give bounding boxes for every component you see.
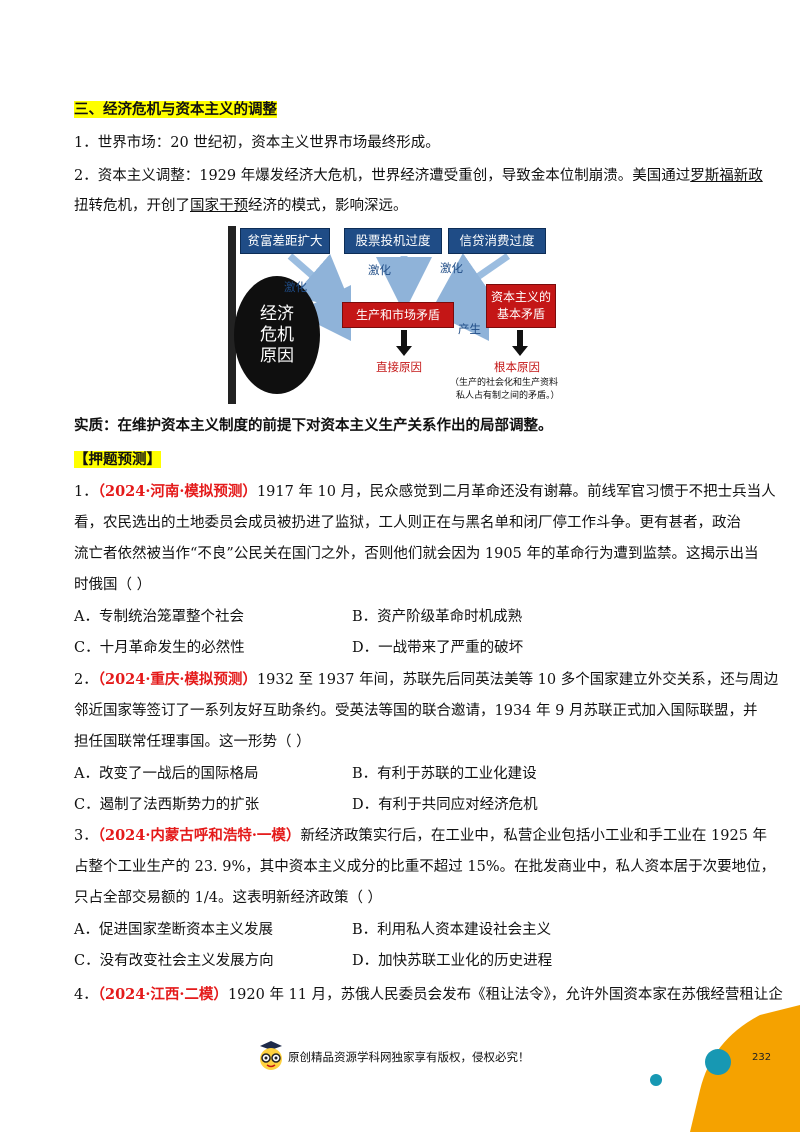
question-3-source: （2024·内蒙古呼和浩特·一模）	[97, 827, 301, 844]
question-1-source: （2024·河南·模拟预测）	[97, 483, 257, 500]
crisis-cause-diagram: 贫富差距扩大 股票投机过度 信贷消费过度 生产和市场矛盾 资本主义的基本矛盾 经…	[228, 226, 588, 404]
section-heading-text: 三、经济危机与资本主义的调整	[74, 101, 277, 118]
question-3-line-1: 3．（2024·内蒙古呼和浩特·一模）新经济政策实行后，在工业中，私营企业包括小…	[74, 827, 768, 844]
question-2-line-2: 邻近国家等签订了一系列友好互助条约。受英法等国的联合邀请，1934 年 9 月苏…	[74, 703, 758, 719]
label-intensify-2: 激化	[368, 263, 391, 277]
paragraph-capitalism-adjust-1: 2．资本主义调整：1929 年爆发经济大危机，世界经济遭受重创，导致金本位制崩溃…	[74, 168, 763, 184]
section-heading: 三、经济危机与资本主义的调整	[74, 100, 734, 120]
question-1-option-a: A．专制统治笼罩整个社会	[74, 609, 244, 625]
label-intensify-1: 激化	[284, 280, 307, 294]
question-3-option-a: A．促进国家垄断资本主义发展	[74, 922, 273, 938]
label-produce: 产生	[458, 322, 481, 336]
box-basic-contradiction: 资本主义的基本矛盾	[486, 284, 556, 328]
diagram-left-strip	[228, 226, 236, 404]
question-1-line-3: 流亡者依然被当作“不良”公民关在国门之外，否则他们就会因为 1905 年的革命行…	[74, 546, 759, 562]
question-1-line-1: 1．（2024·河南·模拟预测）1917 年 10 月，民众感觉到二月革命还没有…	[74, 483, 776, 500]
page-number: 232	[752, 1052, 772, 1063]
paragraph-world-market: 1．世界市场：20 世纪初，资本主义世界市场最终形成。	[74, 135, 440, 151]
question-1-line-4: 时俄国（ ）	[74, 577, 152, 593]
box-stock-speculation: 股票投机过度	[344, 228, 442, 254]
label-intensify-3: 激化	[440, 261, 463, 275]
essence-statement: 实质：在维护资本主义制度的前提下对资本主义生产关系作出的局部调整。	[74, 417, 553, 434]
box-wealth-gap: 贫富差距扩大	[240, 228, 330, 254]
question-1-line-2: 看，农民选出的土地委员会成员被扔进了监狱，工人则正在与黑名单和闭厂停工作斗争。更…	[74, 515, 741, 531]
question-2-source: （2024·重庆·模拟预测）	[97, 671, 257, 688]
question-4-line-1: 4．（2024·江西·二模）1920 年 11 月，苏俄人民委员会发布《租让法令…	[74, 986, 783, 1003]
question-1-option-c: C．十月革命发生的必然性	[74, 640, 245, 656]
question-2-option-d: D．有利于共同应对经济危机	[352, 797, 538, 813]
paragraph-capitalism-adjust-2: 扭转危机，开创了国家干预经济的模式，影响深远。	[74, 198, 408, 214]
question-3-option-b: B．利用私人资本建设社会主义	[352, 922, 552, 938]
question-3-option-c: C．没有改变社会主义发展方向	[74, 953, 274, 969]
box-credit-consumption: 信贷消费过度	[448, 228, 546, 254]
question-2-option-c: C．遏制了法西斯势力的扩张	[74, 797, 260, 813]
label-root-cause: 根本原因	[494, 360, 540, 374]
question-2-option-a: A．改变了一战后的国际格局	[74, 766, 259, 782]
label-direct-cause: 直接原因	[376, 360, 422, 374]
question-2-line-1: 2．（2024·重庆·模拟预测）1932 至 1937 年间，苏联先后同英法美等…	[74, 671, 779, 688]
footer-copyright: 原创精品资源学科网独家享有版权，侵权必究！	[288, 1050, 530, 1064]
question-3-line-3: 只占全部交易额的 1/4。这表明新经济政策（ ）	[74, 890, 383, 906]
mascot-icon	[260, 1041, 282, 1070]
question-4-source: （2024·江西·二模）	[97, 986, 228, 1003]
question-3-line-2: 占整个工业生产的 23. 9%，其中资本主义成分的比重不超过 15%。在批发商业…	[74, 859, 776, 875]
oval-crisis-cause: 经济 危机 原因	[234, 276, 320, 394]
box-production-market: 生产和市场矛盾	[342, 302, 454, 328]
note-line-2: 私人占有制之间的矛盾。）	[456, 391, 560, 401]
question-2-line-3: 担任国联常任理事国。这一形势（ ）	[74, 734, 311, 750]
question-1-option-d: D．一战带来了严重的破坏	[352, 640, 524, 656]
question-3-option-d: D．加快苏联工业化的历史进程	[352, 953, 553, 969]
question-2-option-b: B．有利于苏联的工业化建设	[352, 766, 537, 782]
question-1-option-b: B．资产阶级革命时机成熟	[352, 609, 523, 625]
new-deal-term: 罗斯福新政	[690, 168, 763, 184]
note-line-1: （生产的社会化和生产资料	[450, 378, 559, 388]
predict-label: 【押题预测】	[74, 451, 161, 468]
diagram-arrows	[287, 253, 528, 356]
state-intervention-term: 国家干预	[190, 198, 248, 214]
